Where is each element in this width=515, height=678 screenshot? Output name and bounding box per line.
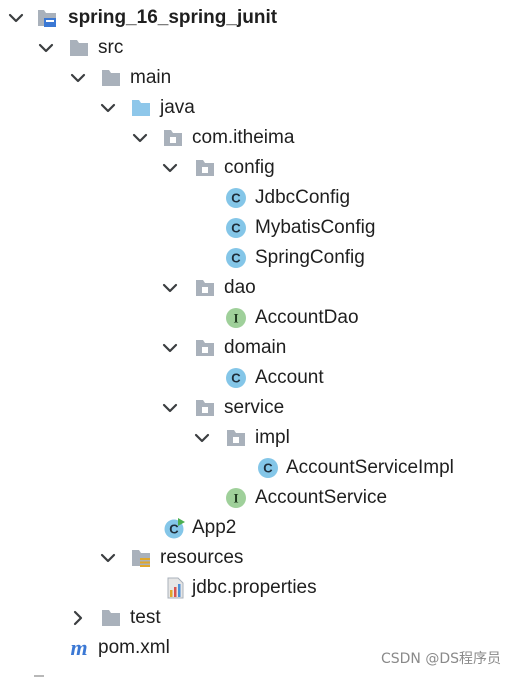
svg-text:C: C (231, 221, 241, 236)
properties-file-icon (167, 577, 184, 599)
tree-node-package-impl[interactable]: impl (0, 423, 515, 453)
class-icon: C (226, 368, 246, 388)
watermark: CSDN @DS程序员 (380, 651, 501, 667)
tree-node-resources[interactable]: resources (0, 543, 515, 573)
chevron-down-icon[interactable] (98, 98, 118, 118)
chevron-down-icon[interactable] (160, 398, 180, 418)
tree-node-label: config (224, 157, 275, 178)
tree-node-label: domain (224, 337, 287, 358)
tree-node-label: com.itheima (192, 127, 295, 148)
tree-node-main[interactable]: main (0, 63, 515, 93)
tree-node-test[interactable]: test (0, 603, 515, 633)
svg-text:m: m (70, 637, 87, 659)
svg-text:I: I (233, 491, 238, 506)
interface-icon: I (226, 488, 246, 508)
chevron-down-icon[interactable] (68, 68, 88, 88)
chevron-down-icon[interactable] (130, 128, 150, 148)
tree-node-label: SpringConfig (255, 247, 365, 268)
tree-node-label: jdbc.properties (192, 577, 317, 598)
tree-node-label: test (130, 607, 161, 628)
folder-icon (102, 610, 120, 626)
tree-node-project[interactable]: spring_16_spring_junit (0, 3, 515, 33)
package-icon (196, 400, 214, 416)
package-icon (164, 130, 182, 146)
tree-node-class-spring-config[interactable]: C SpringConfig (0, 243, 515, 273)
tree-node-package-com-itheima[interactable]: com.itheima (0, 123, 515, 153)
package-icon (196, 340, 214, 356)
maven-icon: m (70, 637, 87, 659)
source-root-folder-icon (132, 100, 150, 116)
tree-node-label: JdbcConfig (255, 187, 351, 208)
tree-node-label: Account (255, 367, 324, 388)
package-icon (227, 430, 245, 446)
tree-node-label: src (98, 37, 124, 58)
tree-node-label: spring_16_spring_junit (68, 7, 278, 28)
package-icon (196, 160, 214, 176)
svg-text:C: C (169, 522, 179, 537)
svg-text:C: C (231, 251, 241, 266)
tree-node-package-dao[interactable]: dao (0, 273, 515, 303)
tree-node-label: MybatisConfig (255, 217, 376, 238)
tree-node-class-jdbc-config[interactable]: C JdbcConfig (0, 183, 515, 213)
chevron-down-icon[interactable] (98, 548, 118, 568)
tree-node-package-config[interactable]: config (0, 153, 515, 183)
tree-node-package-domain[interactable]: domain (0, 333, 515, 363)
package-icon (196, 280, 214, 296)
chevron-down-icon[interactable] (36, 38, 56, 58)
tree-node-label: impl (255, 427, 290, 448)
svg-text:C: C (231, 371, 241, 386)
tree-node-label: main (130, 67, 172, 88)
folder-icon (70, 40, 88, 56)
chevron-down-icon[interactable] (160, 278, 180, 298)
tree-node-label: pom.xml (98, 637, 170, 658)
tree-node-label: service (224, 397, 285, 418)
tree-node-label: dao (224, 277, 256, 298)
chevron-right-icon[interactable] (68, 608, 88, 628)
tree-node-label: AccountDao (255, 307, 359, 328)
tree-node-label: resources (160, 547, 244, 568)
svg-text:C: C (263, 461, 273, 476)
svg-text:I: I (233, 311, 238, 326)
folder-icon (102, 70, 120, 86)
tree-node-src[interactable]: src (0, 33, 515, 63)
tree-node-class-mybatis-config[interactable]: C MybatisConfig (0, 213, 515, 243)
svg-text:C: C (231, 191, 241, 206)
tree-node-label: App2 (192, 517, 237, 538)
tree-node-class-account-service-impl[interactable]: C AccountServiceImpl (0, 453, 515, 483)
clipped-row-edge (34, 675, 44, 677)
chevron-down-icon[interactable] (160, 158, 180, 178)
tree-node-file-pom-xml[interactable]: m pom.xml (0, 633, 515, 663)
tree-node-package-service[interactable]: service (0, 393, 515, 423)
runnable-class-icon: C (164, 518, 185, 539)
class-icon: C (258, 458, 278, 478)
tree-node-class-app2[interactable]: C App2 (0, 513, 515, 543)
resources-folder-icon (132, 550, 150, 567)
tree-node-class-account[interactable]: C Account (0, 363, 515, 393)
project-tree: spring_16_spring_junit src main java (0, 3, 515, 663)
class-icon: C (226, 188, 246, 208)
chevron-down-icon[interactable] (192, 428, 212, 448)
class-icon: C (226, 218, 246, 238)
tree-node-label: java (160, 97, 195, 118)
tree-node-interface-account-dao[interactable]: I AccountDao (0, 303, 515, 333)
interface-icon: I (226, 308, 246, 328)
tree-node-interface-account-service[interactable]: I AccountService (0, 483, 515, 513)
project-folder-icon (38, 10, 56, 27)
tree-node-label: AccountService (255, 487, 388, 508)
tree-node-file-jdbc-properties[interactable]: jdbc.properties (0, 573, 515, 603)
tree-node-java[interactable]: java (0, 93, 515, 123)
class-icon: C (226, 248, 246, 268)
chevron-down-icon[interactable] (160, 338, 180, 358)
tree-node-label: AccountServiceImpl (286, 457, 454, 478)
chevron-down-icon[interactable] (6, 8, 26, 28)
